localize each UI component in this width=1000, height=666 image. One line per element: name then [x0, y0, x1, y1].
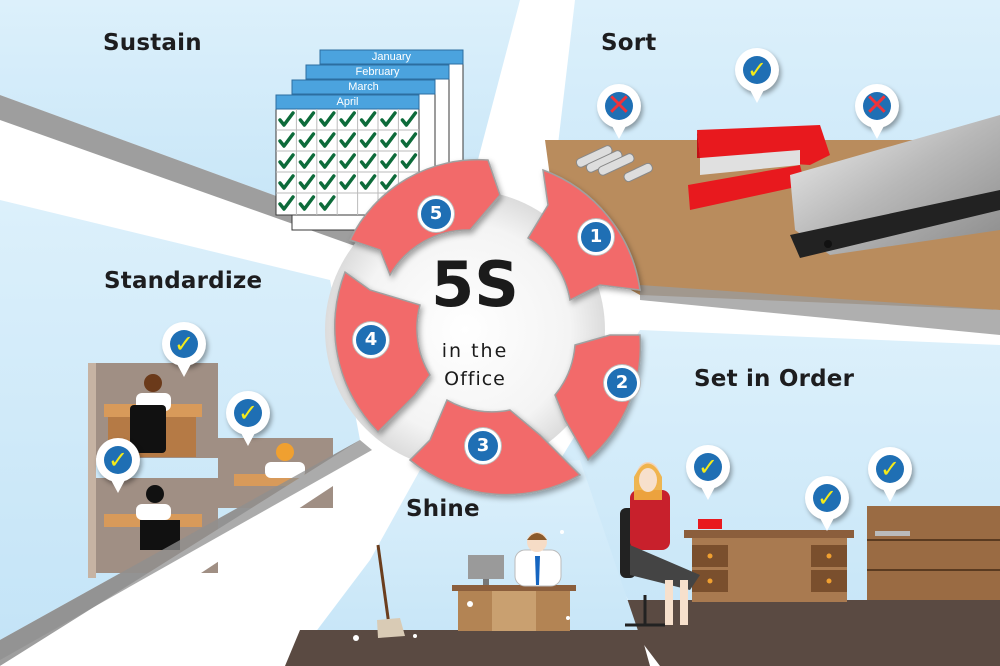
- reject-marker: ✕: [597, 84, 641, 139]
- calendar-check-icon: [298, 174, 316, 190]
- approve-icon: ✓: [234, 399, 262, 427]
- cabinet: [867, 506, 1000, 600]
- step-badge-3: 3: [465, 428, 501, 464]
- title-sub-line1: in the: [441, 340, 509, 362]
- calendar-month-april: April: [336, 96, 359, 108]
- calendar-check-icon: [380, 132, 397, 148]
- calendar-month-february: February: [355, 66, 400, 78]
- step-badge-1: 1: [578, 219, 614, 255]
- calendar-check-icon: [400, 132, 418, 148]
- calendar-check-icon: [298, 111, 316, 127]
- step-label-standardize: Standardize: [104, 268, 263, 294]
- calendar-month-january: January: [371, 51, 412, 63]
- step-label-sort: Sort: [601, 30, 657, 56]
- calendar-check-icon: [359, 132, 377, 148]
- title-sub-line2: Office: [444, 368, 506, 390]
- reject-icon: ✕: [863, 88, 891, 123]
- calendar-check-icon: [339, 111, 356, 127]
- calendar-stack: [275, 49, 464, 231]
- calendar-check-icon: [278, 174, 295, 190]
- calendar-check-icon: [298, 195, 316, 211]
- approve-marker: ✓: [868, 447, 912, 502]
- step-badge-4: 4: [353, 322, 389, 358]
- approve-marker: ✓: [686, 445, 730, 500]
- calendar-check-icon: [380, 111, 397, 127]
- calendar-check-icon: [319, 111, 336, 127]
- title-5s: 5S: [431, 248, 519, 321]
- calendar-check-icon: [400, 153, 418, 169]
- approve-icon: ✓: [743, 56, 771, 84]
- approve-marker: ✓: [96, 438, 140, 493]
- approve-marker: ✓: [226, 391, 270, 446]
- step-label-shine: Shine: [406, 496, 480, 522]
- approve-icon: ✓: [694, 453, 722, 481]
- approve-marker: ✓: [735, 48, 779, 103]
- seated-woman: [620, 462, 700, 627]
- office-desk: [684, 519, 854, 602]
- shine-desk: [452, 532, 576, 631]
- step-badge-5: 5: [418, 196, 454, 232]
- approve-marker: ✓: [805, 476, 849, 531]
- reject-icon: ✕: [605, 88, 633, 123]
- shine-floor: [285, 630, 650, 666]
- approve-icon: ✓: [876, 455, 904, 483]
- calendar-check-icon: [298, 132, 316, 148]
- calendar-check-icon: [319, 153, 336, 169]
- set-in-order-floor: [610, 600, 1000, 666]
- calendar-check-icon: [339, 174, 356, 190]
- reject-marker: ✕: [855, 84, 899, 139]
- step-label-sustain: Sustain: [103, 30, 202, 56]
- calendar-check-icon: [359, 111, 377, 127]
- step-badge-2: 2: [604, 365, 640, 401]
- calendar-check-icon: [359, 174, 377, 190]
- approve-icon: ✓: [104, 446, 132, 474]
- approve-marker: ✓: [162, 322, 206, 377]
- calendar-check-icon: [319, 195, 336, 211]
- approve-icon: ✓: [813, 484, 841, 512]
- calendar-check-icon: [278, 153, 295, 169]
- calendar-check-icon: [339, 132, 356, 148]
- calendar-check-icon: [380, 153, 397, 169]
- broom: [376, 544, 405, 638]
- calendar-check-icon: [278, 195, 295, 211]
- hole-punch: [790, 115, 1000, 258]
- step-label-set-in-order: Set in Order: [694, 366, 855, 392]
- calendar-check-icon: [278, 111, 295, 127]
- calendar-check-icon: [380, 174, 397, 190]
- stapler: [688, 125, 830, 210]
- calendar-check-icon: [298, 153, 316, 169]
- calendar-month-march: March: [348, 81, 379, 93]
- calendar-check-icon: [319, 174, 336, 190]
- calendar-check-icon: [319, 132, 336, 148]
- calendar-check-icon: [400, 111, 418, 127]
- approve-icon: ✓: [170, 330, 198, 358]
- batteries: [575, 145, 653, 183]
- calendar-check-icon: [359, 153, 377, 169]
- calendar-check-icon: [339, 153, 356, 169]
- sparkles: [353, 530, 570, 641]
- calendar-check-icon: [278, 132, 295, 148]
